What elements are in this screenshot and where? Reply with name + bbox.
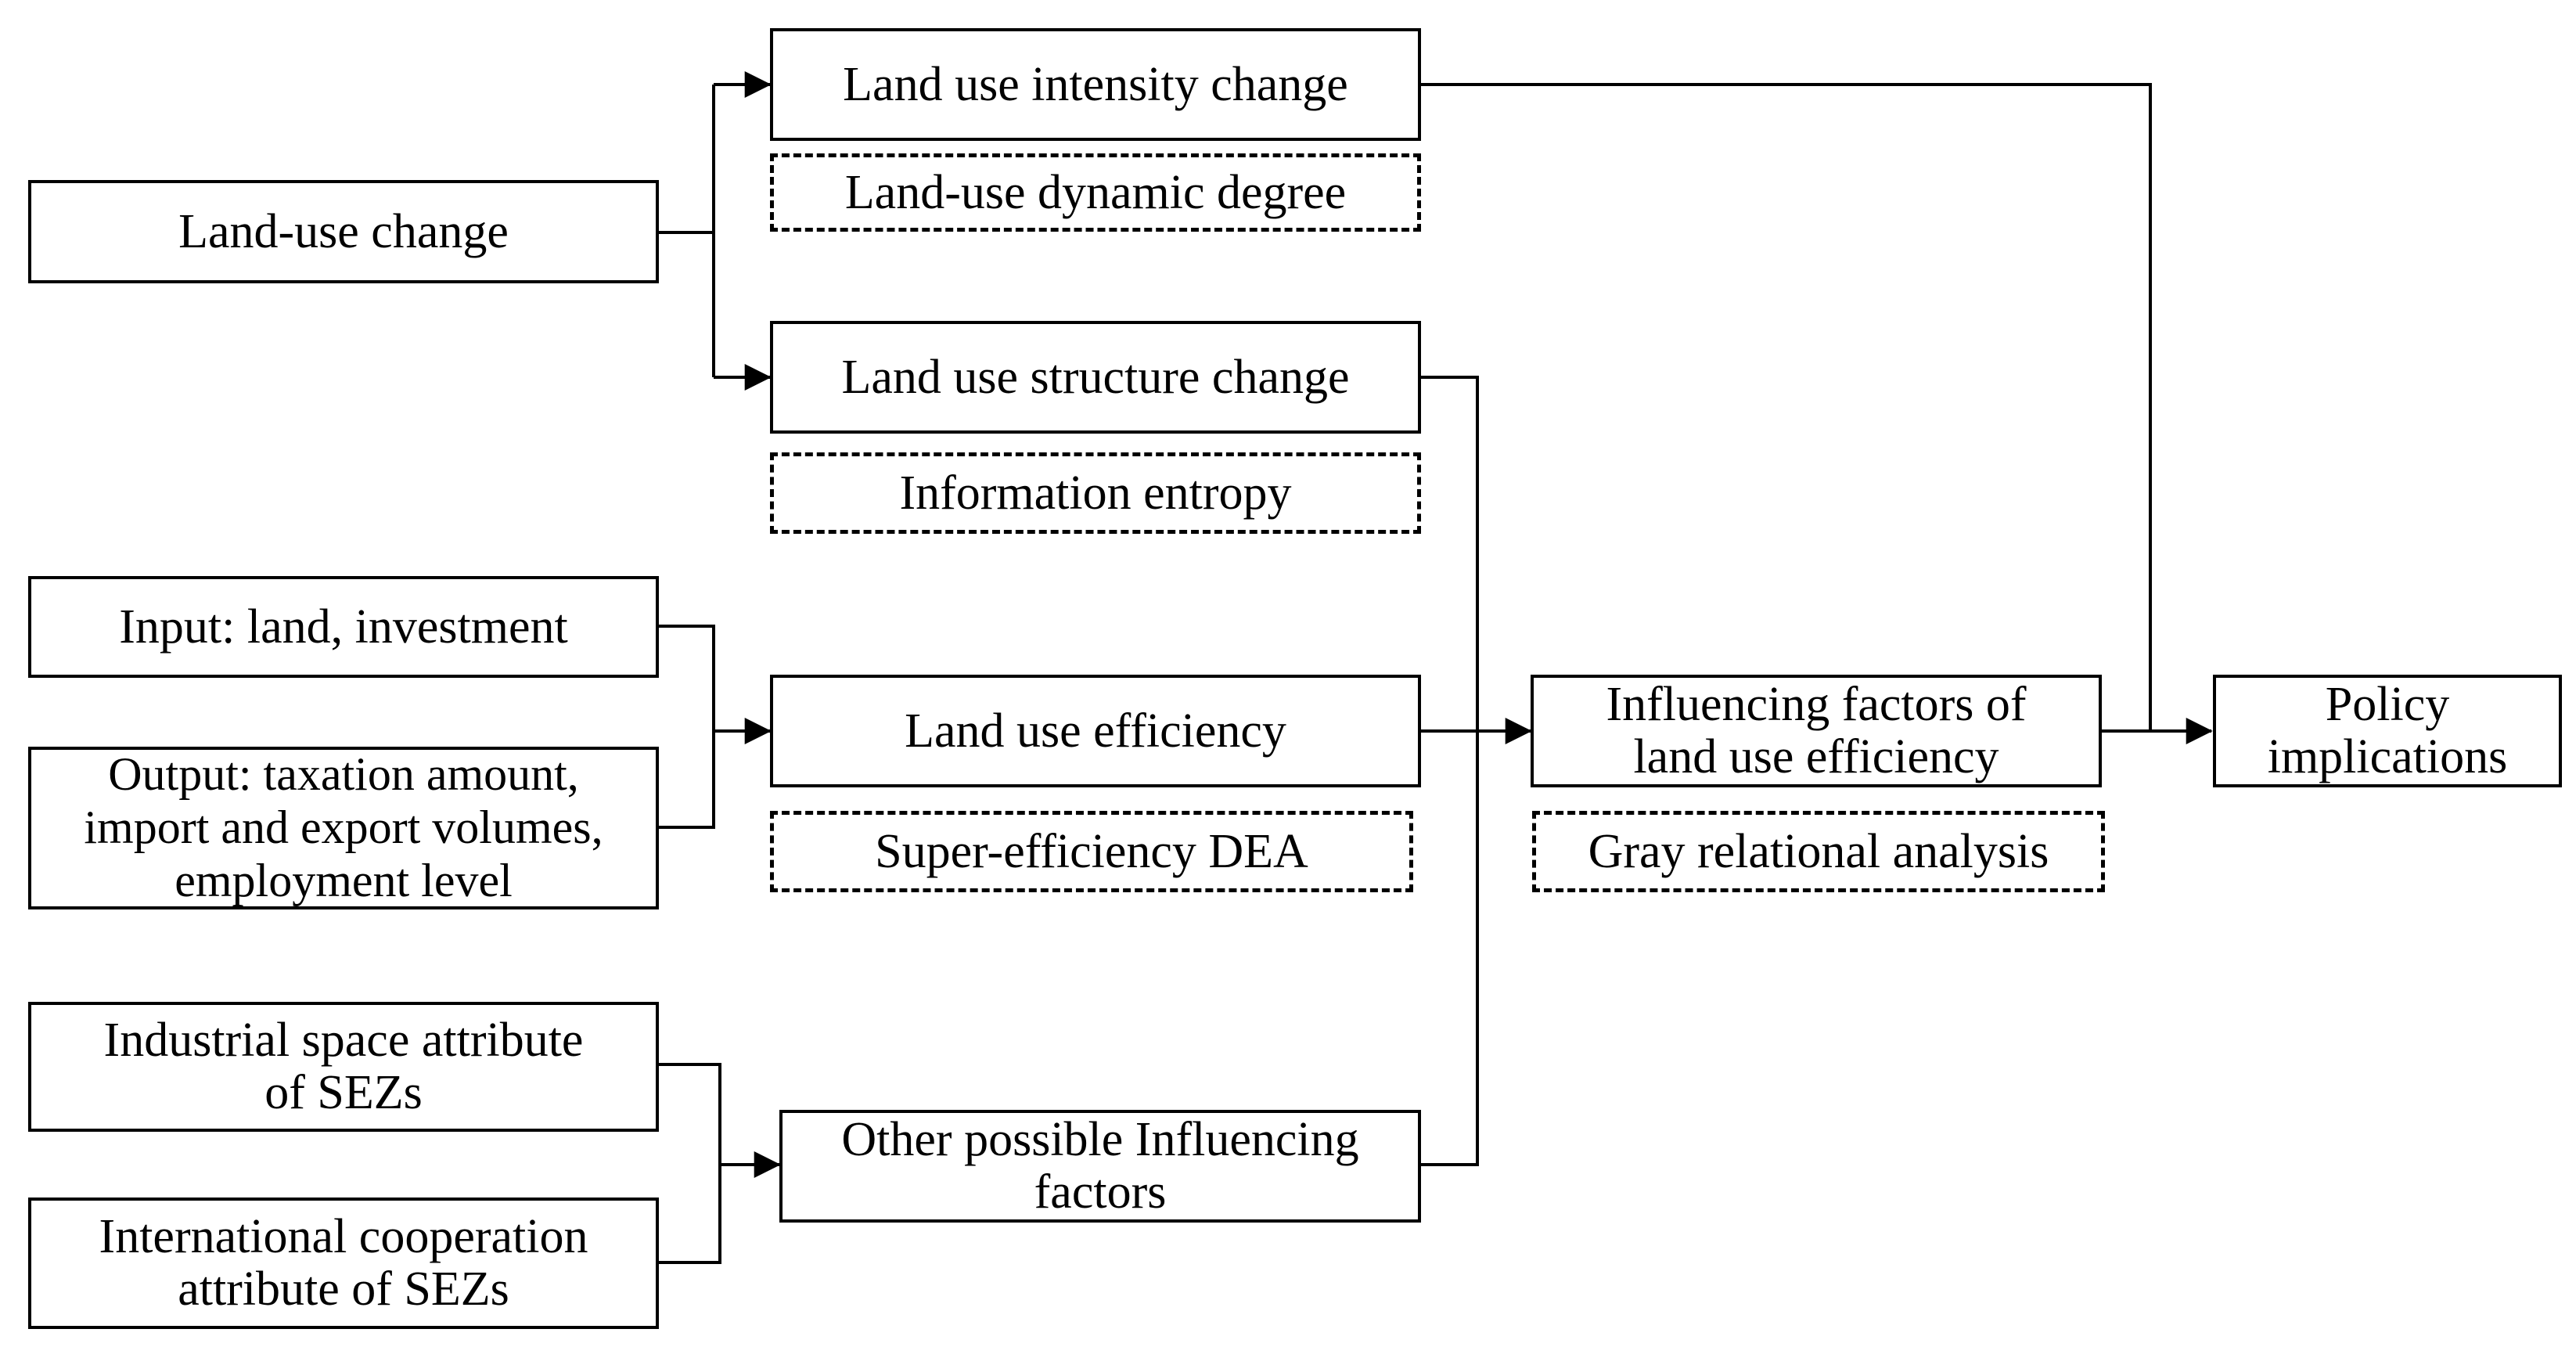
connector-sez-attributes-merge xyxy=(657,1063,721,1264)
node-industrial-space-attribute: Industrial space attribute of SEZs xyxy=(28,1002,659,1132)
method-dynamic-degree: Land-use dynamic degree xyxy=(770,153,1421,232)
node-output: Output: taxation amount, import and expo… xyxy=(28,747,659,909)
connector-landuse-split xyxy=(657,85,715,377)
node-other-influencing-factors: Other possible Influencing factors xyxy=(779,1110,1421,1223)
node-intensity-change: Land use intensity change xyxy=(770,28,1421,141)
connector-to-influencing-factors xyxy=(1420,376,1479,1166)
connector-input-output-merge xyxy=(657,625,715,829)
node-policy-implications: Policy implications xyxy=(2213,675,2562,787)
method-information-entropy: Information entropy xyxy=(770,452,1421,534)
method-gray-relational-analysis: Gray relational analysis xyxy=(1532,811,2105,892)
node-land-use-efficiency: Land use efficiency xyxy=(770,675,1421,787)
node-influencing-factors-efficiency: Influencing factors of land use efficien… xyxy=(1531,675,2102,787)
method-super-efficiency-dea: Super-efficiency DEA xyxy=(770,811,1413,892)
node-land-use-change: Land-use change xyxy=(28,180,659,283)
node-input: Input: land, investment xyxy=(28,576,659,678)
connector-intensity-to-policy xyxy=(1420,83,2152,731)
node-structure-change: Land use structure change xyxy=(770,321,1421,434)
node-international-cooperation-attribute: International cooperation attribute of S… xyxy=(28,1198,659,1329)
